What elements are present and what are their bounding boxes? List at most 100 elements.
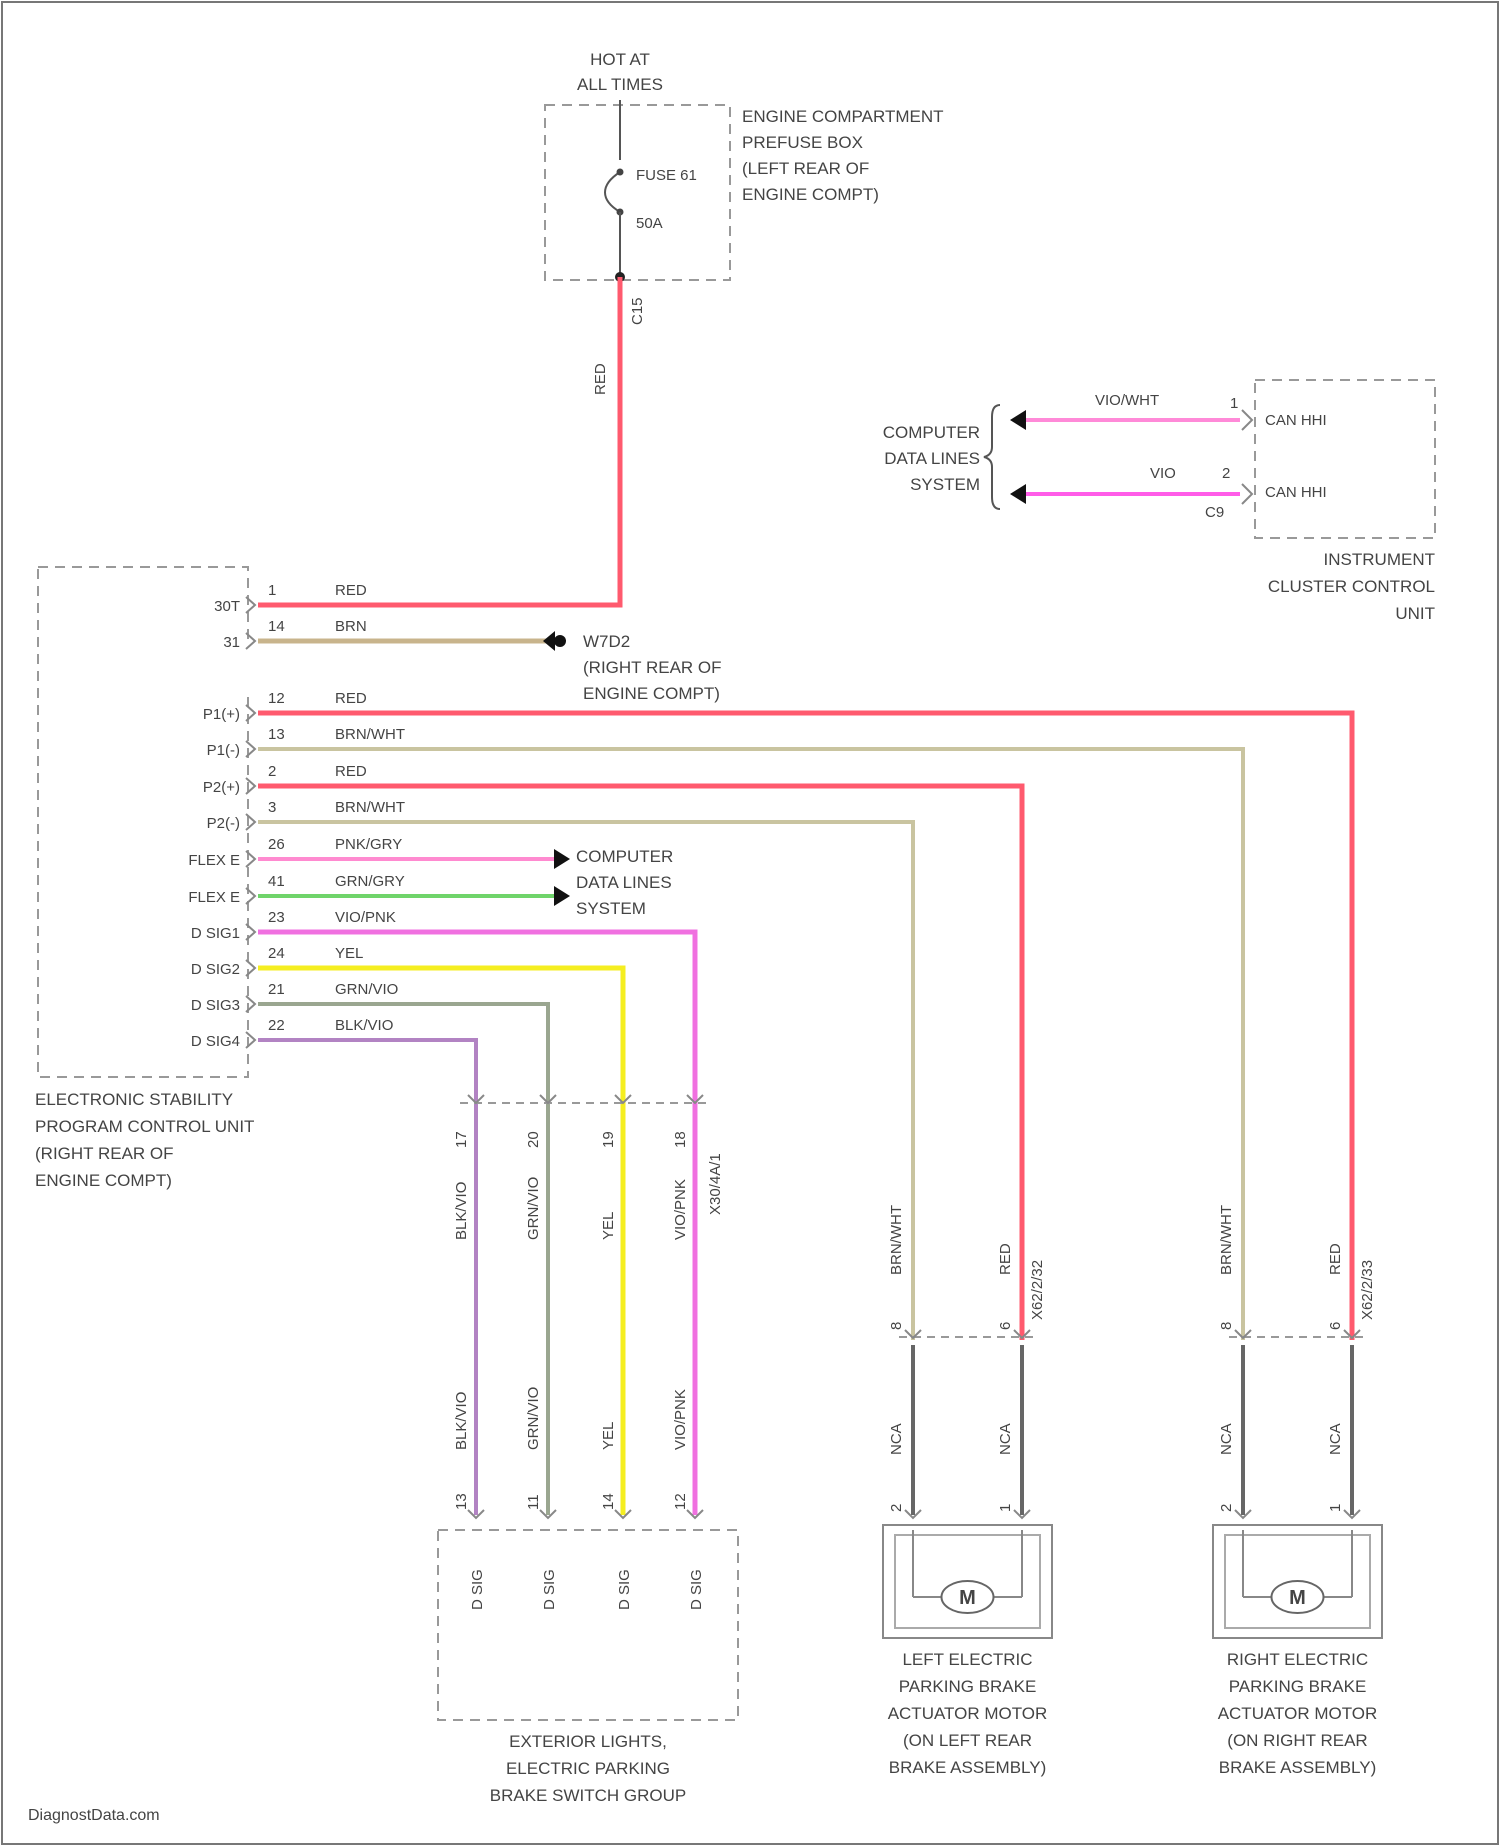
cluster-pin2-num: 2 [1222,465,1230,482]
switch-bottom-wire-1: BLK/VIO [453,1392,470,1450]
motor-right-lower-wire-2: NCA [1327,1423,1344,1455]
motor-left-motor-letter: M [959,1587,976,1609]
motor-left-name-1: LEFT ELECTRIC [902,1650,1032,1669]
esp-pin-num-6: 3 [268,799,276,816]
switch-top-wire-1: BLK/VIO [453,1182,470,1240]
left-parking-brake-motor: BRN/WHT8NCA2RED6NCA1X62/2/32MLEFT ELECTR… [883,1205,1052,1777]
esp-pin-num-11: 21 [268,981,285,998]
flex-arrow-2 [554,886,570,906]
esp-wire-color-7: PNK/GRY [335,836,402,853]
motor-left-lower-wire-1: NCA [888,1423,905,1455]
cluster-wire1-color: VIO/WHT [1095,392,1159,409]
switch-top-pin-4: 18 [672,1131,689,1148]
instrument-cluster-outline [1255,380,1435,538]
left-motor-plus-wire [258,786,1022,1340]
switch-group-name-3: BRAKE SWITCH GROUP [490,1786,686,1805]
fuse-box-connector-id: C15 [629,297,646,325]
motor-right-name-4: (ON RIGHT REAR [1227,1731,1367,1750]
motor-left-name-5: BRAKE ASSEMBLY) [889,1758,1046,1777]
fuse-box-name-2: PREFUSE BOX [742,133,863,152]
motor-right-name-2: PARKING BRAKE [1229,1677,1367,1696]
cluster-name-1: INSTRUMENT [1324,550,1435,569]
ground-location-1: (RIGHT REAR OF [583,658,722,677]
esp-terminal-4: P1(-) [207,742,240,759]
ground-name: W7D2 [583,632,630,651]
motor-left-bottom-pin-2: 1 [997,1504,1014,1512]
fuse-rating: 50A [636,215,663,232]
esp-pin-num-10: 24 [268,945,285,962]
motor-right-motor-letter: M [1289,1587,1306,1609]
esp-wire-color-10: YEL [335,945,363,962]
esp-pin-num-2: 14 [268,618,285,635]
cluster-data-label-3: SYSTEM [910,475,980,494]
dsig3-wire [258,1004,548,1515]
esp-data-lines: COMPUTER DATA LINES SYSTEM [258,847,673,918]
switch-group-outline [438,1530,738,1720]
dsig4-wire [258,1040,476,1515]
motor-right-upper-wire-2: RED [1327,1243,1344,1275]
cluster-name-2: CLUSTER CONTROL [1268,577,1435,596]
esp-terminal-8: FLEX E [188,889,240,906]
esp-pin-chevron-8 [246,888,255,904]
switch-bottom-wire-3: YEL [600,1422,617,1450]
cluster-data-arrow-2 [1010,484,1026,504]
cluster-data-arrow-1 [1010,410,1026,430]
esp-terminal-2: 31 [223,634,240,651]
esp-wire-color-2: BRN [335,618,367,635]
motor-left-name-2: PARKING BRAKE [899,1677,1037,1696]
fuse-box: HOT AT ALL TIMES FUSE 61 50A ENGINE COMP… [545,50,944,395]
esp-pin-chevron-10 [246,960,255,976]
switch-top-wire-4: VIO/PNK [672,1179,689,1240]
esp-data-label-3: SYSTEM [576,899,646,918]
cluster-wire2-color: VIO [1150,465,1176,482]
ground-arrow [543,631,555,651]
switch-signal-label-2: D SIG [541,1569,558,1610]
esp-wire-color-1: RED [335,582,367,599]
ground-point: W7D2 (RIGHT REAR OF ENGINE COMPT) [258,631,722,703]
ground-location-2: ENGINE COMPT) [583,684,720,703]
switch-top-pin-1: 17 [453,1131,470,1148]
switch-bottom-pin-4: 12 [672,1493,689,1510]
switch-bottom-wire-2: GRN/VIO [525,1387,542,1450]
esp-name-4: ENGINE COMPT) [35,1171,172,1190]
fuse-box-outline [545,105,730,280]
right-motor-minus-wire [258,749,1243,1340]
switch-harness-connector-id: X30/4A/1 [707,1153,724,1215]
flex-arrow-1 [554,849,570,869]
battery-feed-wire [258,277,620,605]
cluster-connector-id: C9 [1205,504,1224,521]
esp-terminal-1: 30T [214,598,240,615]
motor-left-upper-wire-2: RED [997,1243,1014,1275]
cluster-pin1-label: CAN HHI [1265,412,1327,429]
esp-pin-chevron-9 [246,924,255,940]
switch-signal-wires [258,932,695,1515]
motor-right-name-5: BRAKE ASSEMBLY) [1219,1758,1376,1777]
fuse-box-name-1: ENGINE COMPARTMENT [742,107,944,126]
motor-left-upper-wire-1: BRN/WHT [888,1205,905,1275]
esp-wire-color-11: GRN/VIO [335,981,398,998]
motor-left-connector-id: X62/2/32 [1029,1260,1046,1320]
motor-left-name-4: (ON LEFT REAR [903,1731,1032,1750]
esp-pin-num-3: 12 [268,690,285,707]
switch-group-name-1: EXTERIOR LIGHTS, [509,1732,667,1751]
esp-wire-color-5: RED [335,763,367,780]
esp-pin-num-9: 23 [268,909,285,926]
motor-right-bottom-pin-1: 2 [1218,1504,1235,1512]
esp-terminal-10: D SIG2 [191,961,240,978]
dsig2-wire [258,968,623,1515]
esp-terminal-7: FLEX E [188,852,240,869]
switch-group-name-2: ELECTRIC PARKING [506,1759,670,1778]
esp-pin-num-1: 1 [268,582,276,599]
motor-right-top-pin-2: 6 [1327,1322,1344,1330]
motor-left-top-pin-1: 8 [888,1322,905,1330]
switch-signal-label-3: D SIG [616,1569,633,1610]
all-times-label: ALL TIMES [577,75,663,94]
cluster-data-label-1: COMPUTER [883,423,980,442]
switch-bottom-pin-3: 14 [600,1493,617,1510]
cluster-data-label-2: DATA LINES [884,449,980,468]
esp-control-unit: ELECTRONIC STABILITY PROGRAM CONTROL UNI… [35,567,256,1190]
battery-feed-wire-color: RED [592,363,609,395]
esp-name-2: PROGRAM CONTROL UNIT [35,1117,254,1136]
right-parking-brake-motor: BRN/WHT8NCA2RED6NCA1X62/2/33MRIGHT ELECT… [1213,1205,1382,1777]
